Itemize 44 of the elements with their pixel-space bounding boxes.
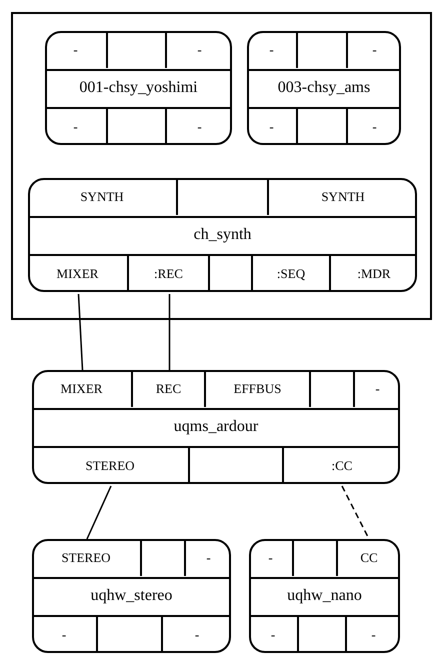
port-cell: :CC <box>284 447 398 482</box>
record-box <box>28 178 417 292</box>
record-box <box>32 539 231 653</box>
record-box <box>249 539 400 653</box>
port-cell: :REC <box>129 255 210 290</box>
port-cell: - <box>249 108 298 143</box>
port-cell: - <box>249 33 298 68</box>
port-cell: - <box>167 33 230 68</box>
port-cell: MIXER <box>34 372 133 407</box>
port-cell: :SEQ <box>253 255 331 290</box>
record-box <box>32 370 400 484</box>
record-name: uqhw_stereo <box>90 587 174 605</box>
connector-line <box>168 294 170 370</box>
port-cell: - <box>47 33 108 68</box>
port-cell: :MDR <box>331 255 415 290</box>
port-cell: - <box>347 616 398 651</box>
connector-line <box>78 294 84 370</box>
record-name: 003-chsy_ams <box>276 79 372 97</box>
connector-line <box>86 486 112 540</box>
record-name: ch_synth <box>192 226 252 244</box>
record-name: uqms_ardour <box>172 418 260 436</box>
port-cell: - <box>34 616 98 651</box>
port-cell: - <box>163 616 229 651</box>
record-name: 001-chsy_yoshimi <box>78 79 199 97</box>
port-cell: - <box>251 616 299 651</box>
port-cell: SYNTH <box>30 180 178 215</box>
port-cell: REC <box>133 372 206 407</box>
port-cell: STEREO <box>34 541 142 576</box>
port-cell: - <box>355 372 398 407</box>
cluster-frame <box>11 12 432 320</box>
port-cell: STEREO <box>34 447 190 482</box>
port-cell: - <box>47 108 108 143</box>
port-cell: MIXER <box>30 255 129 290</box>
record-box <box>45 31 232 145</box>
record-box <box>247 31 401 145</box>
port-cell: - <box>186 541 229 576</box>
port-cell: - <box>251 541 294 576</box>
port-cell: - <box>348 108 399 143</box>
port-cell: SYNTH <box>269 180 415 215</box>
port-cell: EFFBUS <box>206 372 311 407</box>
port-cell: - <box>167 108 230 143</box>
port-cell: - <box>348 33 399 68</box>
record-name: uqhw_nano <box>286 587 363 605</box>
port-cell: CC <box>338 541 398 576</box>
